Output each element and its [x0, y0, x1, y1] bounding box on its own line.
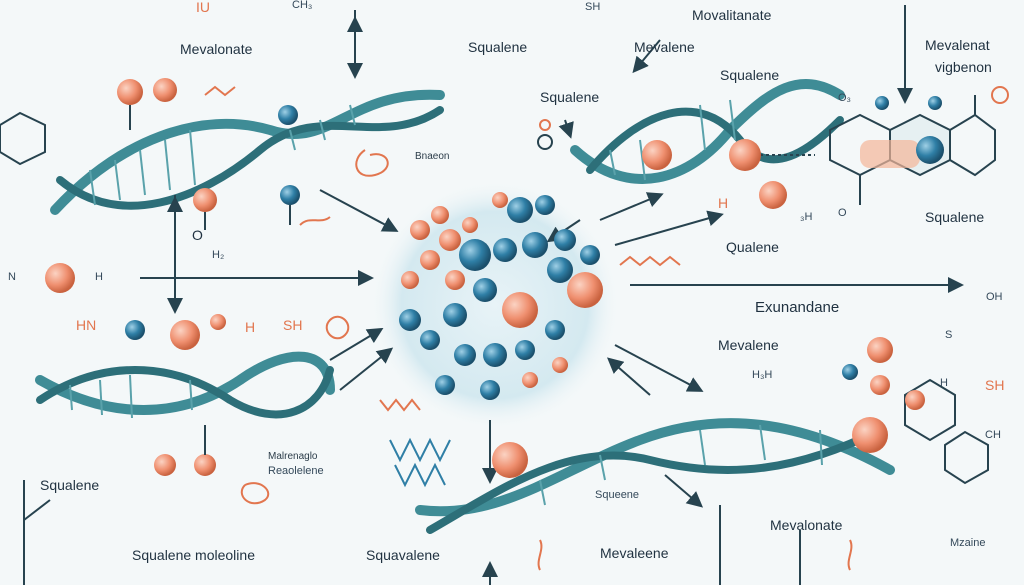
label-s-right: S: [945, 329, 953, 341]
label-mzaine: Mzaine: [950, 537, 986, 549]
label-h-left: H: [95, 271, 103, 283]
label-mevalene-top: Mevalene: [634, 39, 695, 55]
label-qualene: Qualene: [726, 239, 779, 255]
label-squalene-top: Squalene: [468, 39, 528, 55]
label-h-orange: H: [245, 319, 256, 335]
label-squavalene: Squavalene: [366, 547, 440, 563]
decorative-squiggles: [204, 85, 853, 571]
flow-arrows: [23, 5, 964, 585]
label-h-qualene: H: [718, 195, 729, 211]
label-mevalene-right: Mevalene: [718, 337, 779, 353]
label-mevaleene: Mevaleene: [600, 545, 669, 561]
label-reaolelene: Reaolelene: [268, 465, 324, 477]
label-n-left: N: [8, 271, 16, 283]
label-hn: HN: [76, 317, 97, 333]
label-h3h: H₃H: [752, 369, 773, 381]
label-mevalonate-bottom: Mevalonate: [770, 517, 843, 533]
label-squalene-mid-top2: Squalene: [720, 67, 780, 83]
label-3h: ₃H: [800, 211, 813, 223]
helix-top-left: [50, 89, 445, 215]
label-top-sh: SH: [585, 1, 601, 13]
label-ch-right: CH: [985, 429, 1001, 441]
label-top-fragment: IU: [196, 0, 210, 15]
label-bnaeon: Bnaeon: [415, 151, 450, 162]
helix-bottom-left: [35, 351, 335, 419]
label-h2-left: H₂: [212, 249, 225, 261]
label-squalene-mid-top: Squalene: [540, 89, 600, 105]
label-squalene-moleoline: Squalene moleoline: [132, 547, 255, 563]
helix-rungs: [69, 99, 823, 506]
label-o3: O₃: [838, 92, 852, 104]
side-atoms: [45, 78, 942, 478]
helix-bottom-right: [415, 418, 895, 534]
label-o-left: O: [192, 227, 203, 243]
label-vigbenon: vigbenon: [935, 59, 992, 75]
label-squeene: Squeene: [595, 489, 640, 501]
protein-cluster: [399, 192, 603, 400]
label-exunandane: Exunandane: [755, 299, 840, 316]
label-squalene-left: Squalene: [40, 477, 100, 493]
label-squalene-right: Squalene: [925, 209, 985, 225]
label-malrenaglo: Malrenaglo: [268, 451, 318, 462]
label-o-hex: O: [838, 207, 847, 219]
hexagon-atom-orange: [991, 86, 1009, 104]
label-mevalonate-top-left: Mevalonate: [180, 41, 253, 57]
helix-top-right: [570, 79, 845, 184]
label-sh-orange: SH: [283, 317, 303, 333]
label-sh-right: SH: [985, 377, 1005, 393]
label-mevalenat: Mevalenat: [925, 37, 990, 53]
label-oh-right: OH: [986, 291, 1003, 303]
hexagon-highlight: [860, 140, 920, 168]
label-h-right: H: [940, 377, 948, 389]
label-top-mevaltanate: Movalitanate: [692, 7, 772, 23]
hexagon-atom: [916, 136, 944, 164]
label-top-ch3: CH₃: [292, 0, 313, 11]
